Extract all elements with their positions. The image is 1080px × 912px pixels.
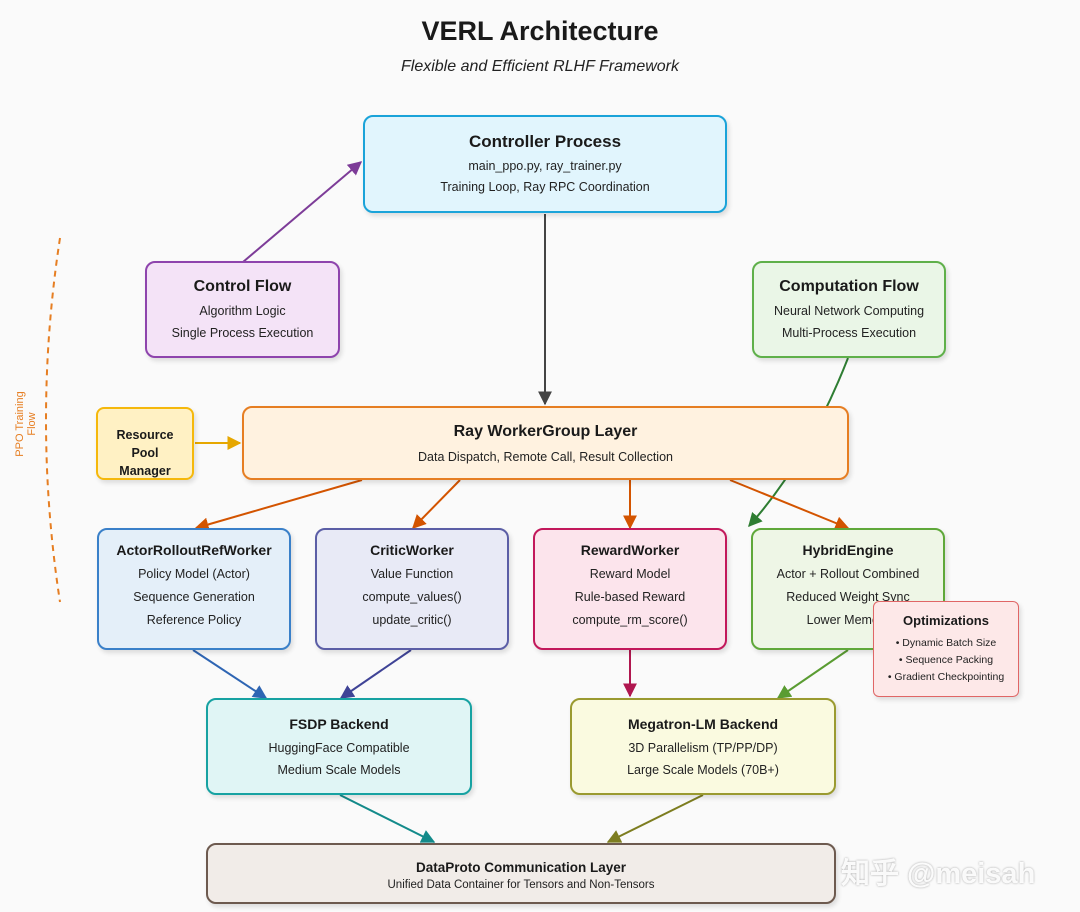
worker-line: Rule-based Reward xyxy=(574,590,686,604)
worker-line: Actor + Rollout Combined xyxy=(776,567,920,581)
control-flow-line: Algorithm Logic xyxy=(199,304,286,318)
computation-flow-line: Neural Network Computing xyxy=(773,304,925,318)
actor-rollout-ref-worker-box: ActorRolloutRefWorker Policy Model (Acto… xyxy=(97,528,291,650)
ray-workergroup-layer-box: Ray WorkerGroup Layer Data Dispatch, Rem… xyxy=(242,406,849,480)
optimizations-item: • Sequence Packing xyxy=(898,654,994,666)
optimizations-item: • Gradient Checkpointing xyxy=(887,671,1005,683)
fsdp-title: FSDP Backend xyxy=(289,716,389,732)
dataproto-title: DataProto Communication Layer xyxy=(415,860,627,875)
worker-line: Sequence Generation xyxy=(133,590,255,604)
worker-line: Reduced Weight Sync xyxy=(786,590,910,604)
resource-pool-line: Resource xyxy=(116,428,174,442)
arrow-actor-to-fsdp xyxy=(192,649,268,699)
computation-flow-line: Multi-Process Execution xyxy=(781,326,917,340)
worker-line: compute_values() xyxy=(362,590,462,604)
diagram-title: VERL Architecture xyxy=(421,16,659,46)
worker-line: Reference Policy xyxy=(146,613,242,627)
arrow-ray-to-hybrid xyxy=(729,479,850,530)
control-flow-box: Control Flow Algorithm Logic Single Proc… xyxy=(145,261,340,358)
optimizations-box: Optimizations • Dynamic Batch Size • Seq… xyxy=(873,601,1019,697)
arrow-critic-to-fsdp xyxy=(339,649,412,699)
reward-worker-box: RewardWorker Reward Model Rule-based Rew… xyxy=(533,528,727,650)
computation-flow-title: Computation Flow xyxy=(779,278,919,295)
worker-title: HybridEngine xyxy=(802,542,894,558)
ray-layer-title: Ray WorkerGroup Layer xyxy=(453,423,638,440)
megatron-lm-backend-box: Megatron-LM Backend 3D Parallelism (TP/P… xyxy=(570,698,836,795)
fsdp-line: HuggingFace Compatible xyxy=(268,741,410,755)
fsdp-backend-box: FSDP Backend HuggingFace Compatible Medi… xyxy=(206,698,472,795)
ppo-training-flow-label: PPO Training Flow xyxy=(14,391,38,457)
dataproto-communication-layer-box: DataProto Communication Layer Unified Da… xyxy=(206,843,836,904)
worker-line: Reward Model xyxy=(589,567,671,581)
arrow-hybrid-to-megatron xyxy=(776,649,849,699)
worker-line: Value Function xyxy=(370,567,454,581)
worker-line: Lower Memory xyxy=(806,613,890,627)
ray-layer-line: Data Dispatch, Remote Call, Result Colle… xyxy=(418,450,673,464)
controller-line: main_ppo.py, ray_trainer.py xyxy=(468,159,622,173)
worker-title: CriticWorker xyxy=(370,542,454,558)
controller-line: Training Loop, Ray RPC Coordination xyxy=(440,180,650,194)
worker-title: RewardWorker xyxy=(580,542,680,558)
resource-pool-line: Manager xyxy=(119,464,171,478)
diagram-subtitle: Flexible and Efficient RLHF Framework xyxy=(400,58,680,75)
megatron-line: 3D Parallelism (TP/PP/DP) xyxy=(628,741,778,755)
worker-title: ActorRolloutRefWorker xyxy=(116,542,272,558)
watermark: 知乎 @meisah xyxy=(841,858,1036,890)
computation-flow-box: Computation Flow Neural Network Computin… xyxy=(752,261,946,358)
resource-pool-line: Pool xyxy=(131,446,159,460)
ppo-flow-dashed-arc xyxy=(45,237,61,603)
worker-line: update_critic() xyxy=(372,613,452,627)
fsdp-line: Medium Scale Models xyxy=(277,763,401,777)
dataproto-line: Unified Data Container for Tensors and N… xyxy=(387,879,655,891)
controller-title: Controller Process xyxy=(468,132,622,151)
control-flow-line: Single Process Execution xyxy=(171,326,314,340)
arrow-ray-to-critic xyxy=(412,479,461,530)
arrow-ray-to-actor xyxy=(194,479,363,532)
worker-line: compute_rm_score() xyxy=(572,613,688,627)
critic-worker-box: CriticWorker Value Function compute_valu… xyxy=(315,528,509,650)
control-flow-title: Control Flow xyxy=(193,278,292,295)
arrow-megatron-to-dataproto xyxy=(606,794,704,843)
resource-pool-manager-box: Resource Pool Manager xyxy=(96,407,194,480)
arrow-controlflow-to-controller xyxy=(242,161,363,263)
controller-process-box: Controller Process main_ppo.py, ray_trai… xyxy=(363,115,727,213)
optimizations-title: Optimizations xyxy=(903,613,989,628)
megatron-line: Large Scale Models (70B+) xyxy=(627,763,779,777)
optimizations-item: • Dynamic Batch Size xyxy=(895,637,997,649)
worker-line: Policy Model (Actor) xyxy=(138,567,250,581)
arrow-fsdp-to-dataproto xyxy=(339,794,436,843)
megatron-title: Megatron-LM Backend xyxy=(627,716,779,732)
